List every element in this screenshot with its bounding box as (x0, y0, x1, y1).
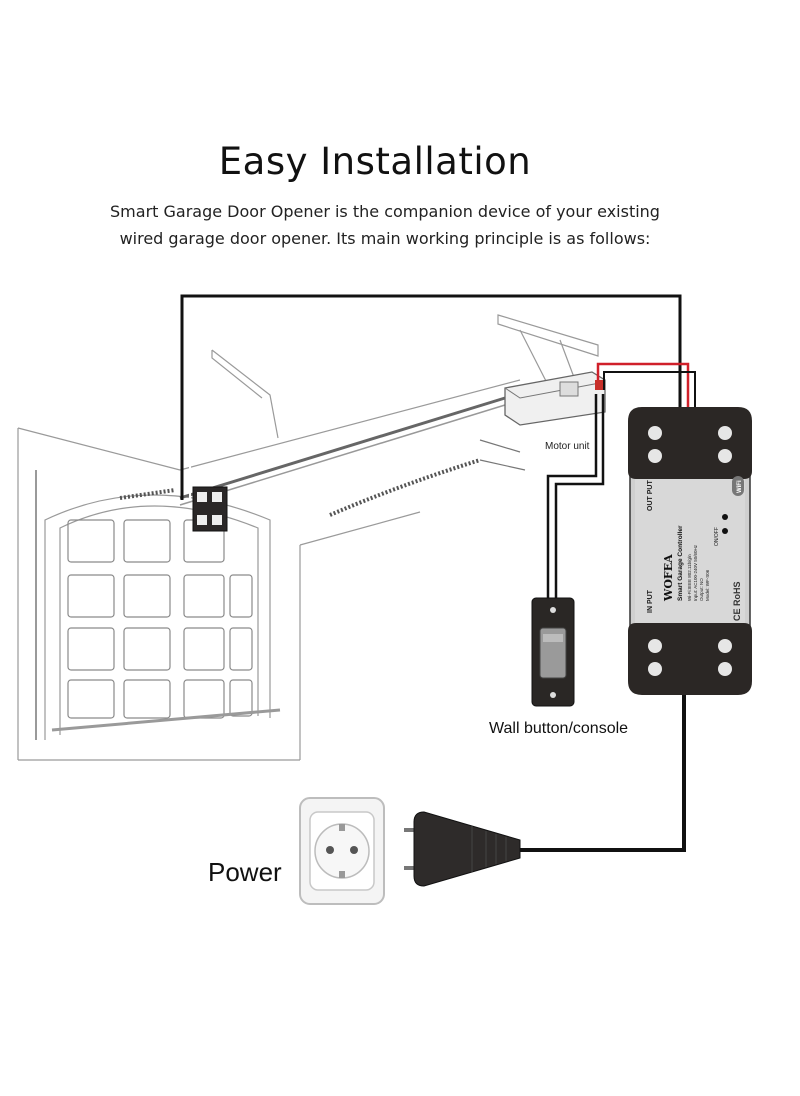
wall-button-console (531, 597, 575, 707)
power-label: Power (208, 857, 282, 887)
description-line-2: wired garage door opener. Its main worki… (119, 229, 651, 248)
wiring (180, 294, 696, 852)
motor-unit (504, 371, 606, 426)
controller-status-led (722, 528, 728, 534)
controller-spec-4: Model: WF-S06 (705, 569, 710, 601)
controller-input-label: IN PUT (647, 589, 654, 613)
motor-unit-label: Motor unit (545, 441, 590, 452)
description-line-1: Smart Garage Door Opener is the companio… (110, 202, 660, 221)
controller-spec-3: Output: NO (699, 578, 704, 601)
controller-brand: WOFEA (662, 554, 675, 602)
power-socket (299, 797, 385, 905)
power-plug (404, 811, 521, 887)
wifi-badge-icon (732, 476, 744, 496)
page-description: Smart Garage Door Opener is the companio… (60, 198, 710, 252)
controller-spec-2: Input: AC100-240V 50/60Hz (693, 544, 698, 601)
wifi-badge-text: WiFi (737, 480, 743, 493)
controller-spec-1: Wi-Fi:IEEE 802.11b/g/n (687, 554, 692, 601)
smart-controller: IN PUT OUT PUT WOFEA Smart Garage Contro… (628, 407, 752, 695)
garage-illustration (17, 314, 599, 761)
controller-onoff-button (722, 514, 728, 520)
controller-switch-label: ON/OFF (714, 527, 720, 546)
controller-output-label: OUT PUT (647, 480, 654, 511)
page-title: Easy Installation (218, 140, 532, 183)
controller-cert-label: CE RoHS (732, 581, 742, 621)
controller-model-name: Smart Garage Controller (677, 525, 684, 601)
wall-button-label: Wall button/console (489, 720, 628, 737)
terminal-block (192, 486, 228, 532)
